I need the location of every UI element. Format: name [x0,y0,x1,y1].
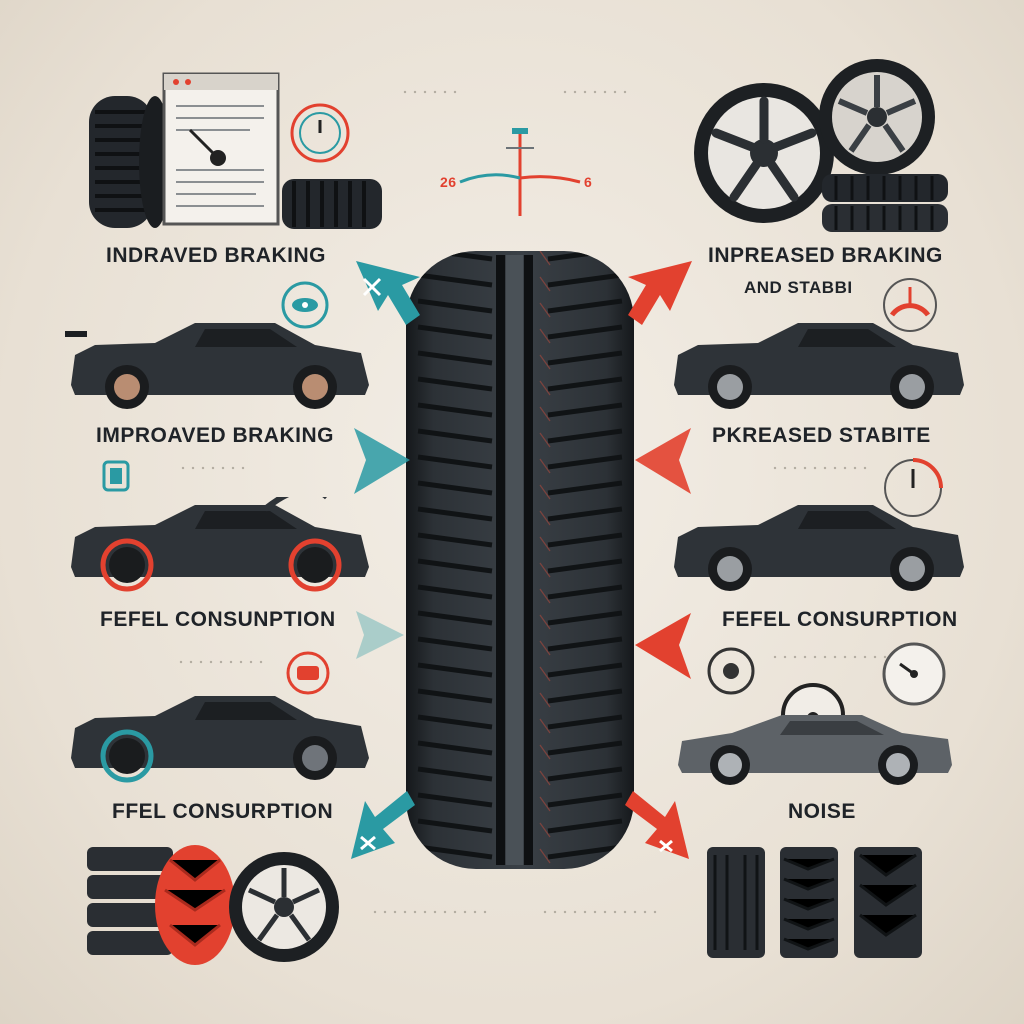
dotted-divider [370,910,490,914]
red-tire-icon [155,845,235,965]
gauge-icon [883,278,937,332]
arrow-icon-teal-2 [354,428,410,494]
speedometer-icon-2 [884,458,943,517]
speedometer-icon [290,103,350,163]
alloy-wheel-icon [694,83,834,223]
tire-stack-bottom-icon [87,847,173,955]
scale-mark-right: 6 [584,174,593,190]
label-right-1a: INPREASED BRAKING [708,244,943,267]
car-icon-right-1 [674,323,964,409]
stacked-tire-icon [89,96,171,228]
label-right-2: PKREASED STABITE [712,424,931,447]
warning-badge-icon [286,651,330,695]
label-right-4: NOISE [788,800,856,823]
low-tire-icon [282,179,382,229]
dotted-divider [560,90,630,94]
central-tire-icon [406,251,634,869]
arrow-icon-red-1 [628,261,692,325]
tread-icon-1 [707,847,765,958]
dotted-divider [176,660,266,664]
car-icon-right-2 [674,505,964,591]
dotted-divider [540,910,660,914]
document-gauge-icon [162,72,280,226]
scale-mark-left: 26 [440,174,457,190]
tread-icon-2 [780,847,838,958]
label-left-1: INDRAVED BRAKING [106,244,326,267]
label-left-4: FFEL CONSURPTION [112,800,334,823]
dotted-divider [770,655,890,659]
arrow-icon-red-2 [635,428,691,494]
arrow-icon-red-4 [625,791,689,859]
speedometer-icon-3 [882,642,946,706]
arrow-icon-teal-3 [356,611,404,659]
tread-icon-3 [854,847,922,958]
eye-badge-icon [281,281,329,329]
top-scale-icon [459,128,581,216]
dotted-divider [178,466,248,470]
label-left-3: FEFEL CONSUNPTION [100,608,336,631]
tyre-badge-icon [707,647,755,695]
arrow-icon-teal-1 [356,261,420,325]
small-wheel-icon [819,59,935,175]
arrow-icon-red-3 [635,613,691,679]
label-right-3: FEFEL CONSURPTION [722,608,958,631]
car-icon-left-3 [71,696,369,783]
dotted-divider [400,90,460,94]
arrow-icon-teal-4 [351,791,415,859]
tire-stack-icon [822,174,948,232]
wheel-icon-bottom [229,852,339,962]
battery-icon [102,460,130,492]
car-icon-right-3 [678,715,952,785]
car-icon-left-1 [65,323,369,409]
label-right-1b: AND STABBI [744,278,853,297]
dotted-divider [770,466,870,470]
car-icon-left-2 [71,497,369,592]
label-left-2: IMPROAVED BRAKING [96,424,334,447]
